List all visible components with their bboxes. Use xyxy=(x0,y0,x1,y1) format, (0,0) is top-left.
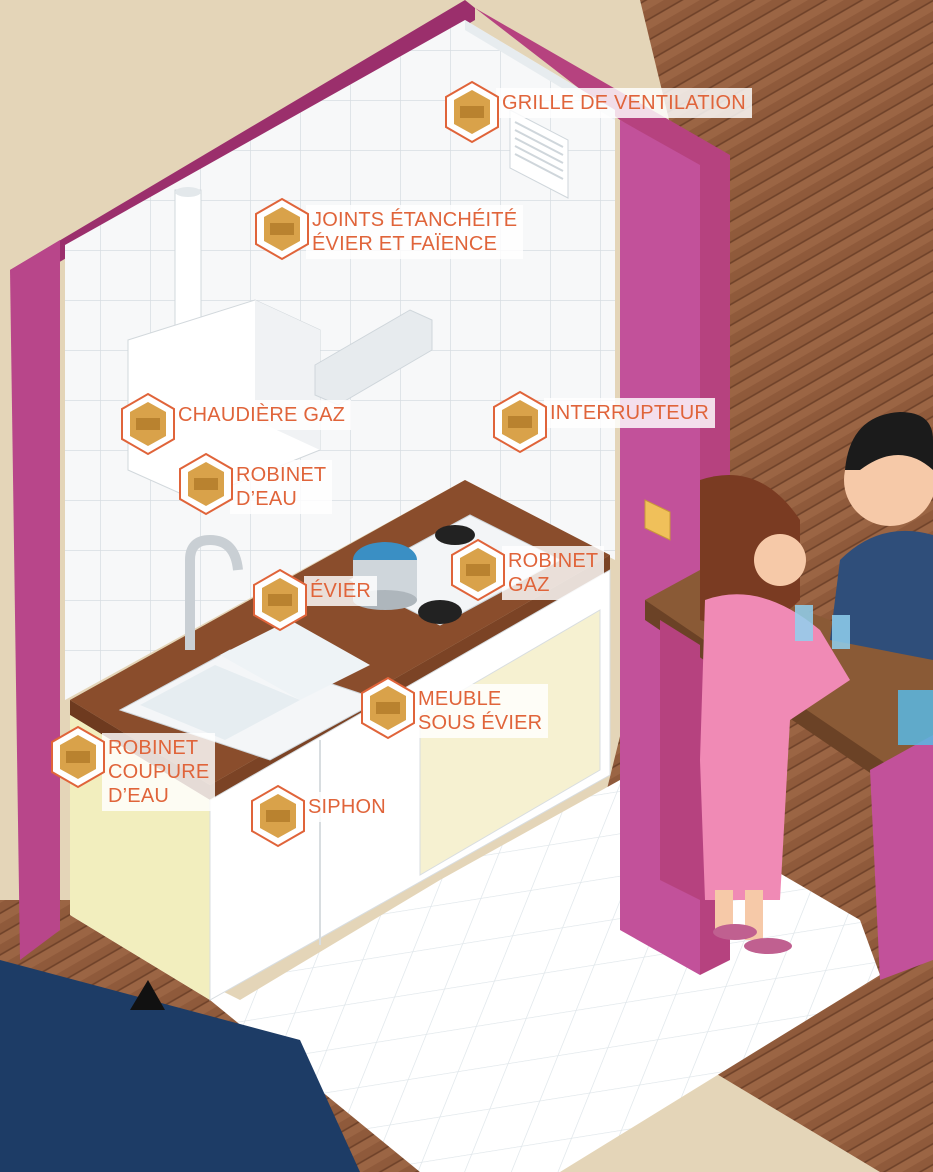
hotspot-label: ROBINET D’EAU xyxy=(230,460,332,514)
hotspot-label: CHAUDIÈRE GAZ xyxy=(172,400,351,430)
maintenance-thumbnail-icon xyxy=(252,568,308,632)
hotspot-label: INTERRUPTEUR xyxy=(544,398,715,428)
maintenance-thumbnail-icon xyxy=(450,538,506,602)
hotspot-robinet-coupure-eau[interactable]: ROBINET COUPURE D’EAU xyxy=(50,733,215,767)
hotspot-evier[interactable]: ÉVIER xyxy=(252,576,377,610)
maintenance-thumbnail-icon xyxy=(50,725,106,789)
hotspot-label: ÉVIER xyxy=(304,576,377,606)
hotspot-label: SIPHON xyxy=(302,792,392,822)
hotspot-siphon[interactable]: SIPHON xyxy=(250,792,392,826)
hotspot-label: MEUBLE SOUS ÉVIER xyxy=(412,684,548,738)
hotspot-robinet-gaz[interactable]: ROBINET GAZ xyxy=(450,546,604,580)
hotspot-meuble-sous-evier[interactable]: MEUBLE SOUS ÉVIER xyxy=(360,684,548,718)
maintenance-thumbnail-icon xyxy=(178,452,234,516)
maintenance-thumbnail-icon xyxy=(120,392,176,456)
hotspot-chaudiere-gaz[interactable]: CHAUDIÈRE GAZ xyxy=(120,400,351,434)
hotspot-robinet-eau[interactable]: ROBINET D’EAU xyxy=(178,460,332,494)
maintenance-thumbnail-icon xyxy=(444,80,500,144)
hotspot-label: ROBINET COUPURE D’EAU xyxy=(102,733,215,811)
maintenance-thumbnail-icon xyxy=(492,390,548,454)
maintenance-thumbnail-icon xyxy=(250,784,306,848)
hotspot-label: GRILLE DE VENTILATION xyxy=(496,88,752,118)
hotspot-grille-de-ventilation[interactable]: GRILLE DE VENTILATION xyxy=(444,88,752,122)
hotspot-interrupteur[interactable]: INTERRUPTEUR xyxy=(492,398,715,432)
maintenance-thumbnail-icon xyxy=(360,676,416,740)
hotspot-label: JOINTS ÉTANCHÉITÉ ÉVIER ET FAÏENCE xyxy=(306,205,523,259)
hotspot-joints-etancheite[interactable]: JOINTS ÉTANCHÉITÉ ÉVIER ET FAÏENCE xyxy=(254,205,523,239)
maintenance-thumbnail-icon xyxy=(254,197,310,261)
hotspot-label: ROBINET GAZ xyxy=(502,546,604,600)
